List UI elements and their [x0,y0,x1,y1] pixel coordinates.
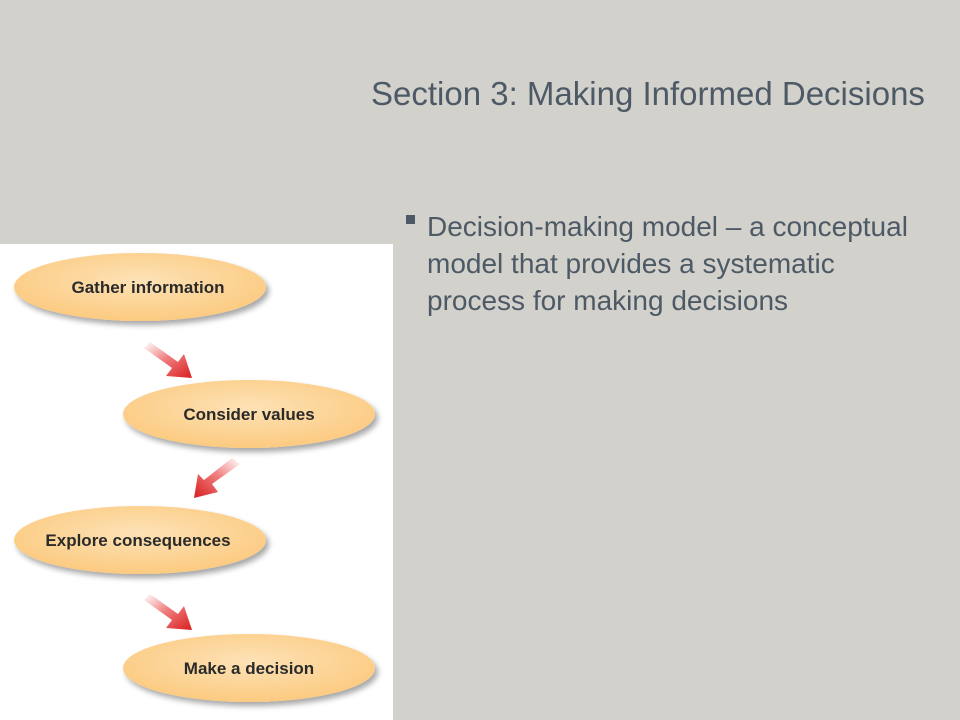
arrow-2-icon [194,458,240,498]
bullet-text: Decision-making model – a conceptual mod… [427,211,908,316]
decision-model-diagram: Gather information Consider values Explo… [0,244,393,720]
step-label: Make a decision [184,659,314,678]
step-oval [14,253,266,321]
slide-title: Section 3: Making Informed Decisions [371,75,925,112]
step-gather-information: Gather information [14,253,266,321]
arrow-3-icon [144,594,192,630]
bullet-list: Decision-making model – a conceptual mod… [406,208,926,319]
step-make-a-decision: Make a decision [123,634,375,702]
step-oval [14,506,266,574]
step-explore-consequences: Explore consequences [14,506,266,574]
step-oval [123,634,375,702]
bullet-item: Decision-making model – a conceptual mod… [406,208,926,319]
flow-svg: Gather information Consider values Explo… [14,253,375,702]
step-label: Consider values [183,405,314,424]
step-consider-values: Consider values [123,380,375,448]
arrow-1-icon [144,342,192,378]
step-label: Explore consequences [45,531,230,550]
step-label: Gather information [71,278,224,297]
step-oval [123,380,375,448]
square-bullet-icon [406,215,415,224]
